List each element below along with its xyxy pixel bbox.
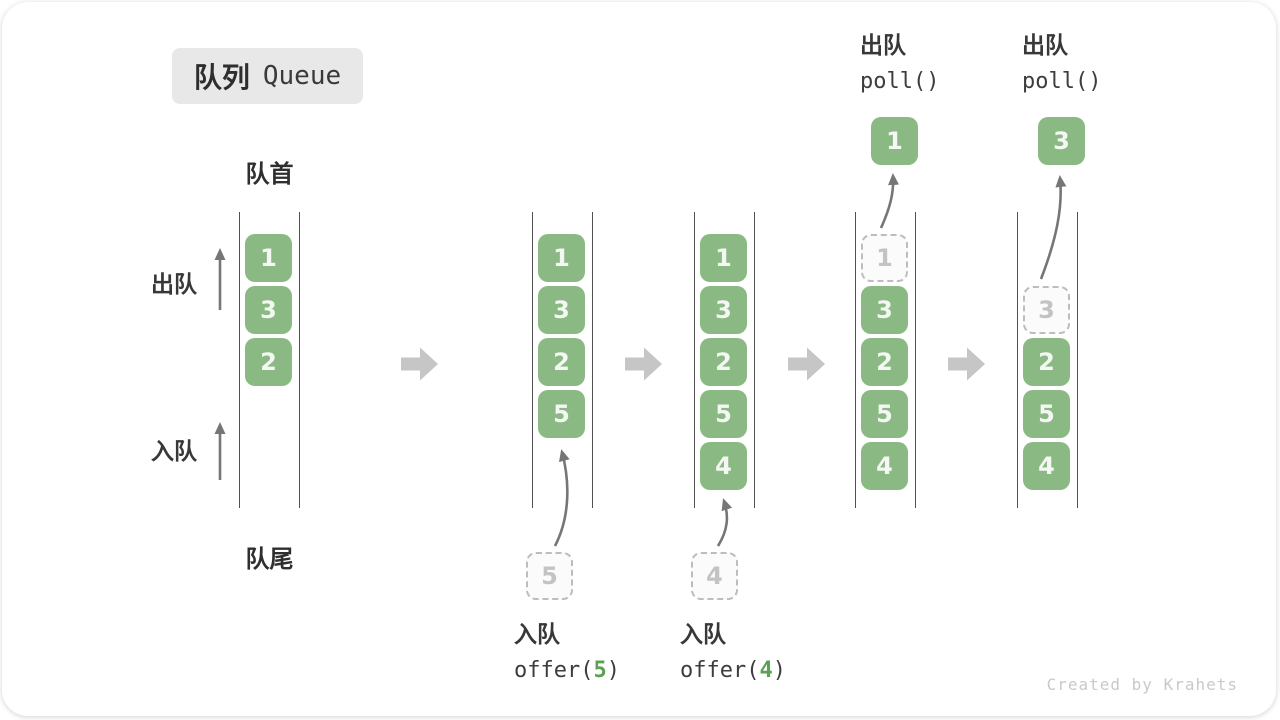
queue-item: 5 xyxy=(700,390,747,438)
watermark: Created by Krahets xyxy=(1046,675,1238,694)
step-arrow-icon xyxy=(788,347,825,381)
code-text: offer( xyxy=(680,658,760,683)
queue-item: 4 xyxy=(700,442,747,490)
operation-code: offer(5) xyxy=(514,653,620,689)
operation-label: 入队 xyxy=(514,622,560,648)
step-arrow-icon xyxy=(948,347,985,381)
operation-dequeue-3: 出队 poll() xyxy=(1022,28,1101,100)
queue-item: 2 xyxy=(245,338,292,386)
incoming-item-ghost: 5 xyxy=(526,552,573,600)
operation-code: poll() xyxy=(860,69,940,94)
operation-enqueue-5: 入队 offer(5) xyxy=(514,617,620,689)
queue-item: 4 xyxy=(861,442,908,490)
code-arg: 4 xyxy=(759,658,773,683)
queue-state-2: 1 3 2 5 xyxy=(532,212,593,508)
queue-item: 3 xyxy=(245,286,292,334)
code-text: offer( xyxy=(514,658,594,683)
queue-state-4: 1 3 2 5 4 xyxy=(855,212,916,508)
outgoing-item: 1 xyxy=(871,117,918,165)
removed-item-ghost: 1 xyxy=(861,234,908,282)
operation-label: 出队 xyxy=(1022,33,1068,59)
code-arg: 5 xyxy=(593,658,607,683)
title-en: Queue xyxy=(262,61,342,91)
queue-item: 3 xyxy=(700,286,747,334)
queue-front-label: 队首 xyxy=(245,160,294,188)
step-arrow-icon xyxy=(625,347,662,381)
incoming-item-ghost: 4 xyxy=(691,552,738,600)
queue-item: 3 xyxy=(861,286,908,334)
step-arrow-icon xyxy=(401,347,438,381)
queue-item: 5 xyxy=(861,390,908,438)
queue-rear-label: 队尾 xyxy=(245,545,294,573)
operation-enqueue-4: 入队 offer(4) xyxy=(680,617,786,689)
queue-item: 5 xyxy=(538,390,585,438)
title-box: 队列 Queue xyxy=(172,48,363,104)
queue-item: 2 xyxy=(861,338,908,386)
queue-item: 5 xyxy=(1023,390,1070,438)
queue-item: 1 xyxy=(700,234,747,282)
queue-item: 1 xyxy=(245,234,292,282)
operation-label: 出队 xyxy=(860,33,906,59)
operation-label: 入队 xyxy=(680,622,726,648)
code-text: ) xyxy=(606,658,620,683)
removed-item-ghost: 3 xyxy=(1023,286,1070,334)
queue-item: 2 xyxy=(700,338,747,386)
queue-item: 2 xyxy=(1023,338,1070,386)
title-zh: 队列 xyxy=(193,61,250,94)
queue-state-1: 1 3 2 xyxy=(239,212,300,508)
queue-item: 2 xyxy=(538,338,585,386)
operation-code: poll() xyxy=(1022,69,1102,94)
queue-state-5: 3 2 5 4 xyxy=(1017,212,1078,508)
code-text: ) xyxy=(772,658,786,683)
queue-item: 4 xyxy=(1023,442,1070,490)
queue-item: 1 xyxy=(538,234,585,282)
operation-dequeue-1: 出队 poll() xyxy=(860,28,939,100)
operation-code: offer(4) xyxy=(680,653,786,689)
outgoing-item: 3 xyxy=(1038,117,1085,165)
queue-state-3: 1 3 2 5 4 xyxy=(694,212,755,508)
side-enqueue-label: 入队 xyxy=(151,439,197,465)
queue-item: 3 xyxy=(538,286,585,334)
side-dequeue-label: 出队 xyxy=(151,272,197,298)
